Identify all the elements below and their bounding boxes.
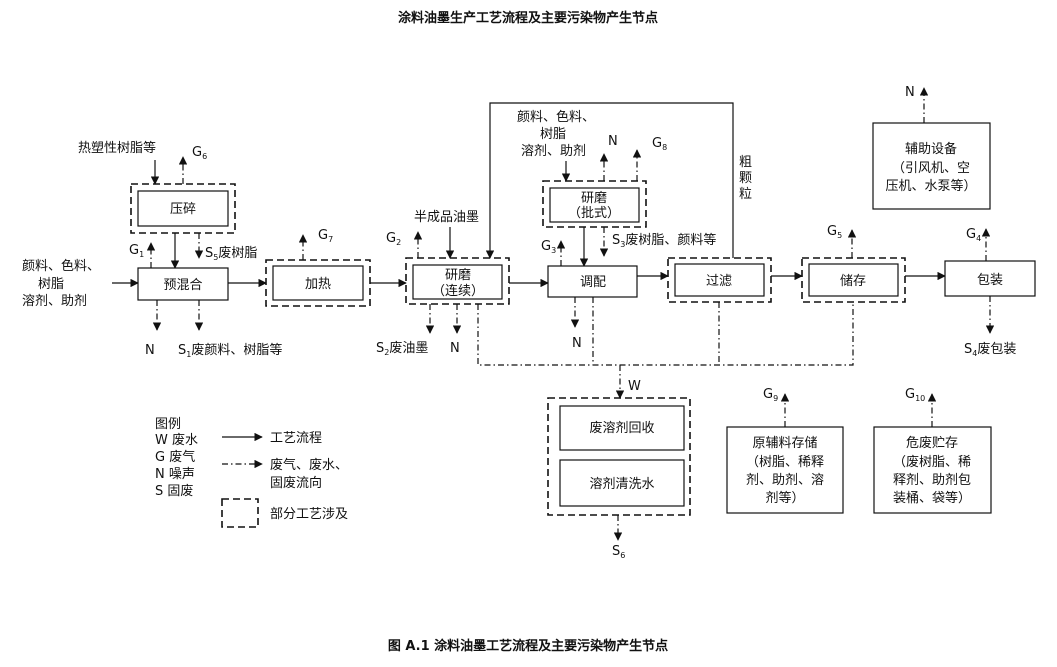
s6-label: S6 (612, 544, 625, 560)
blend-noise-label: N (572, 336, 582, 351)
filter-box (674, 263, 765, 297)
s1-label: S1废颜料、树脂等 (178, 342, 282, 359)
s3-label: S3废树脂、颜料等 (612, 232, 716, 249)
raw-storage-box (726, 426, 844, 514)
haz-storage-line1: 危废贮存 (906, 435, 958, 451)
raw-storage-line3: 剂、助剂、溶 (746, 473, 824, 488)
heat-label: 加热 (305, 277, 331, 292)
coarse-2: 颗 (739, 171, 752, 186)
g3-label: G3 (541, 239, 556, 255)
grind-batch-label1: 研磨 (581, 191, 607, 206)
crush-box (137, 190, 229, 227)
haz-storage-box (873, 426, 992, 514)
solvent-wash-box (559, 459, 685, 507)
grind-batch-partial-frame (542, 180, 647, 228)
batch-raw-line1: 颜料、色料、 (517, 109, 595, 125)
coarse-3: 粒 (739, 187, 752, 202)
grind-batch-label2: （批式） (568, 206, 620, 221)
g9-label: G9 (763, 387, 778, 403)
legend-n: N 噪声 (155, 467, 195, 482)
aux-equipment-box (872, 122, 991, 210)
solvent-recover-box (559, 405, 685, 451)
g10-label: G10 (905, 387, 925, 403)
solvent-recover-label: 废溶剂回收 (589, 420, 654, 436)
batch-raw-line3: 溶剂、助剂 (521, 144, 586, 159)
crush-partial-frame (130, 183, 236, 234)
wastewater-label: W (628, 379, 641, 394)
blend-label: 调配 (580, 275, 606, 290)
semi-ink-input: 半成品油墨 (414, 210, 479, 225)
s4-label: S4废包装 (964, 341, 1016, 358)
raw-storage-line4: 剂等） (765, 490, 804, 506)
thermoplastic-input: 热塑性树脂等 (78, 140, 156, 156)
aux-line3: 压机、水泵等） (885, 178, 976, 194)
grind-cont-label1: 研磨 (445, 268, 471, 283)
grind-cont-box (412, 264, 503, 300)
raw-storage-line1: 原辅料存储 (752, 436, 817, 451)
aux-noise-label: N (905, 85, 915, 100)
premix-raw-line1: 颜料、色料、 (22, 258, 100, 274)
blend-box (547, 265, 638, 298)
diagram-title: 涂料油墨生产工艺流程及主要污染物产生节点 (398, 10, 658, 26)
store-box (808, 263, 899, 297)
filter-label: 过滤 (706, 274, 732, 289)
aux-line1: 辅助设备 (905, 141, 957, 157)
legend-partial-label: 部分工艺涉及 (270, 507, 348, 522)
batch-raw-line2: 树脂 (540, 127, 566, 142)
store-partial-frame (801, 257, 906, 303)
heat-box (272, 265, 364, 301)
g7-label: G7 (318, 228, 333, 244)
premix-raw-line3: 溶剂、助剂 (22, 294, 87, 309)
premix-noise-label: N (145, 343, 155, 358)
premix-label: 预混合 (163, 278, 202, 293)
grind-batch-box (549, 187, 640, 223)
g4-label: G4 (966, 227, 981, 243)
pack-box (944, 260, 1036, 297)
premix-box (137, 267, 229, 301)
s2-label: S2废油墨 (376, 340, 428, 357)
legend-process-label: 工艺流程 (270, 431, 322, 446)
raw-storage-line2: （树脂、稀释 (746, 455, 824, 470)
solvent-wash-label: 溶剂清洗水 (589, 477, 654, 492)
batch-noise-label: N (608, 134, 618, 149)
grind-cont-label2: （连续） (432, 283, 484, 299)
legend-title: 图例 (155, 417, 181, 432)
s5-label: S5废树脂 (205, 245, 257, 262)
legend-waste-label2: 固废流向 (270, 475, 322, 491)
haz-storage-line2: （废树脂、稀 (893, 454, 971, 470)
g8-label: G8 (652, 136, 667, 152)
premix-raw-line2: 树脂 (38, 277, 64, 292)
coarse-return-line (485, 102, 734, 259)
legend: 图例 W 废水 G 废气 N 噪声 S 固废 工艺流程 废气、废水、 固废流向 … (155, 417, 348, 528)
g1-label: G1 (129, 243, 144, 259)
legend-g: G 废气 (155, 449, 195, 465)
legend-partial-frame (221, 498, 259, 528)
legend-waste-label1: 废气、废水、 (270, 457, 348, 473)
g5-label: G5 (827, 224, 842, 240)
legend-s: S 固废 (155, 483, 193, 499)
crush-label: 压碎 (170, 202, 196, 217)
solvent-partial-frame (547, 397, 691, 516)
figure-caption: 图 A.1 涂料油墨工艺流程及主要污染物产生节点 (388, 638, 668, 654)
haz-storage-line3: 释剂、助剂包 (893, 473, 971, 488)
g2-label: G2 (386, 231, 401, 247)
coarse-1: 粗 (739, 155, 752, 170)
wastewater-collect-line (477, 302, 854, 366)
aux-line2: （引风机、空 (892, 161, 970, 176)
pack-label: 包装 (977, 273, 1003, 288)
grind-noise-label: N (450, 341, 460, 356)
g6-label: G6 (192, 145, 207, 161)
haz-storage-line4: 装桶、袋等） (893, 490, 971, 506)
store-label: 储存 (840, 274, 866, 289)
legend-w: W 废水 (155, 432, 198, 448)
